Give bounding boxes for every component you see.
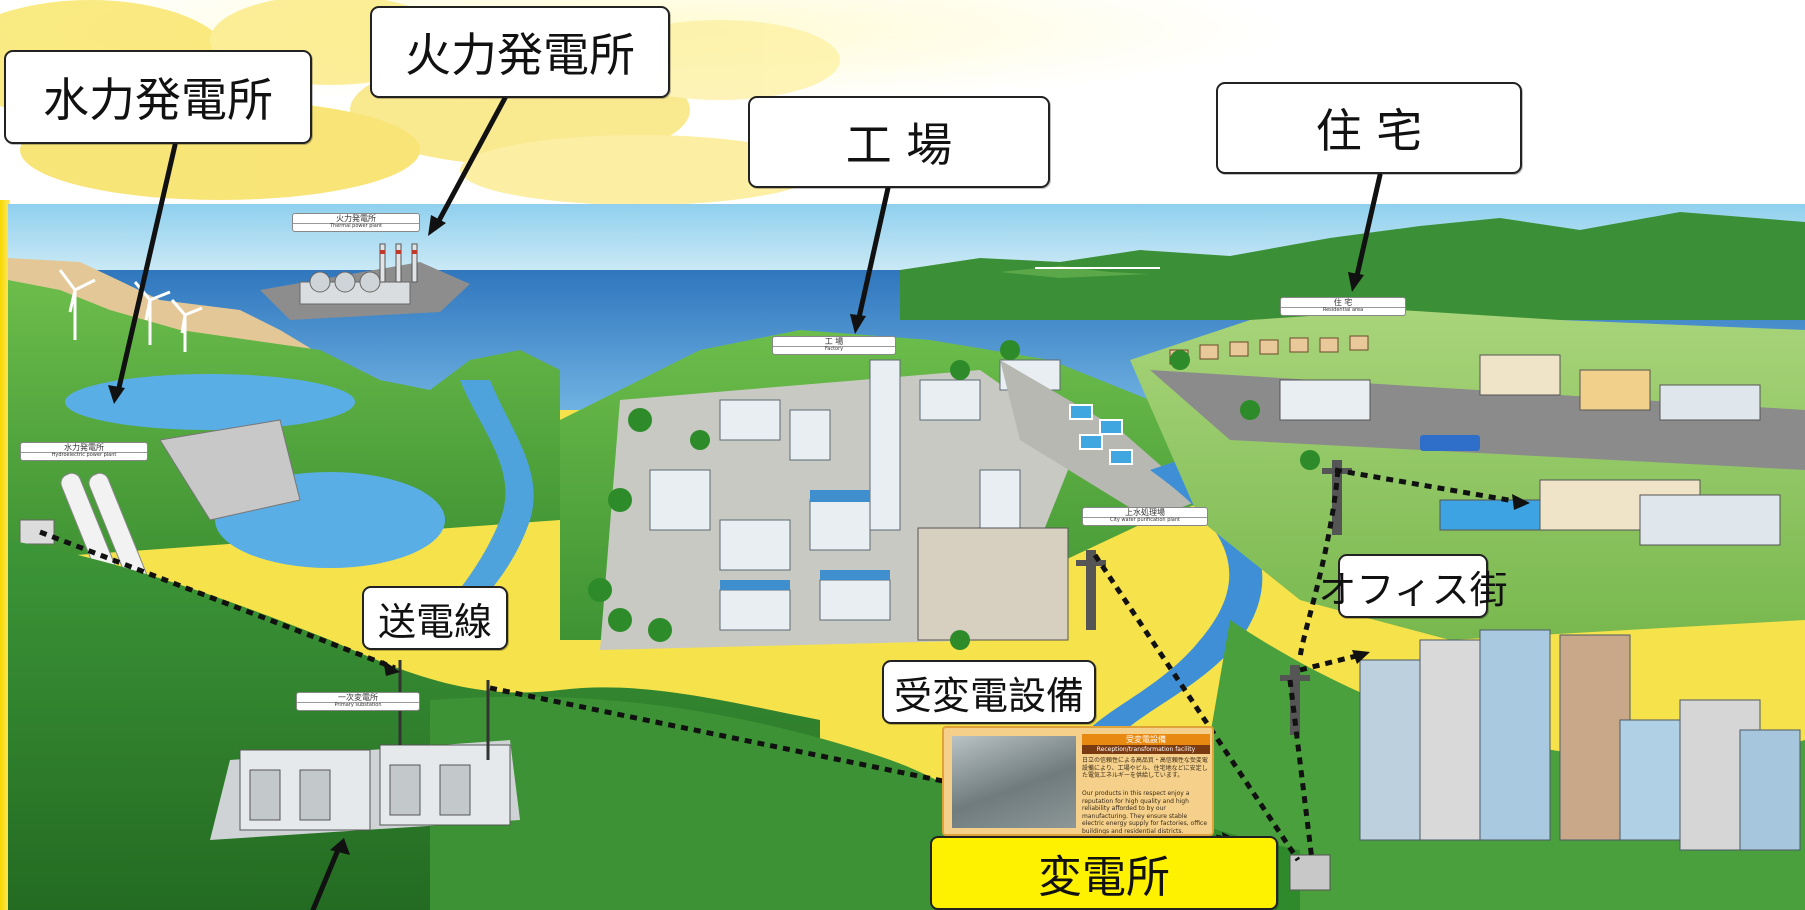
scene-tag-water: 上水処理場 City water purification plant [1082, 507, 1208, 526]
scene-tag-primary-en: Primary substation [334, 702, 382, 709]
foreground-hill-center [430, 696, 1050, 910]
callout-housing: 住 宅 [1216, 82, 1522, 174]
water-tanks [1069, 404, 1133, 465]
scene-tag-primary-jp: 一次変電所 [297, 693, 419, 704]
info-panel-body-jp: 日立の信頼性による高品質・高信頼性な受変電設備により、工場やビル、住宅地などに安… [1082, 757, 1208, 779]
thermal-plant-building [299, 243, 418, 305]
bus [1420, 435, 1480, 451]
scene-tag-residential-jp: 住 宅 [1281, 298, 1405, 309]
callout-receiving-equipment: 受変電設備 [882, 660, 1096, 724]
primary-substation-equipment [239, 744, 511, 831]
school [1439, 479, 1781, 546]
factory-roofs [720, 490, 890, 590]
callout-office-district: オフィス街 [1318, 554, 1508, 618]
scene-tag-thermal-en: Thermal power plant [330, 223, 382, 230]
pointer-arrowheads [108, 215, 1364, 855]
distant-mountains [900, 212, 1805, 320]
info-panel-subheading: Reception/transformation facility [1082, 745, 1210, 754]
scene-tag-factory-jp: 工 場 [773, 337, 895, 348]
scene-tag-hydro: 水力発電所 Hydroelectric power plant [20, 442, 148, 461]
dam [159, 419, 301, 521]
scene-tag-residential-en: Residential area [1322, 307, 1364, 314]
scene-tag-hydro-en: Hydroelectric power plant [51, 452, 117, 459]
info-panel-heading: 受変電設備 [1082, 734, 1210, 745]
callout-thermal: 火力発電所 [370, 6, 670, 98]
upper-reservoir [65, 374, 355, 430]
office-skyscrapers [1359, 629, 1801, 851]
scene-tag-primary: 一次変電所 Primary substation [296, 692, 420, 711]
scene-tag-water-en: City water purification plant [1110, 517, 1180, 524]
shops [1279, 354, 1761, 421]
callout-pointers [115, 95, 1383, 910]
left-yellow-edge [0, 200, 10, 910]
receiving-facility-info-panel: 受変電設備 Reception/transformation facility … [942, 726, 1214, 836]
substation-equipment [1289, 854, 1331, 891]
scene-tag-factory-en: Factory [824, 346, 844, 353]
info-panel-body-en: Our products in this respect enjoy a rep… [1082, 790, 1208, 834]
scene-tag-thermal: 火力発電所 Thermal power plant [292, 213, 420, 232]
scene-tag-factory: 工 場 Factory [772, 336, 896, 355]
facility-photo [952, 736, 1076, 828]
hydro-building [19, 519, 55, 545]
scene-tag-hydro-jp: 水力発電所 [21, 443, 147, 454]
left-river [420, 380, 534, 650]
trees [588, 340, 1320, 650]
scene-tag-water-jp: 上水処理場 [1083, 508, 1207, 519]
callout-factory: 工 場 [748, 96, 1050, 188]
scene-tag-residential: 住 宅 Residential area [1280, 297, 1406, 316]
callout-hydro: 水力発電所 [4, 50, 312, 144]
callout-transmission-line: 送電線 [362, 586, 508, 650]
receiving-facility-area [917, 527, 1069, 641]
callout-substation: 変電所 [930, 836, 1278, 910]
scene-tag-thermal-jp: 火力発電所 [293, 214, 419, 225]
